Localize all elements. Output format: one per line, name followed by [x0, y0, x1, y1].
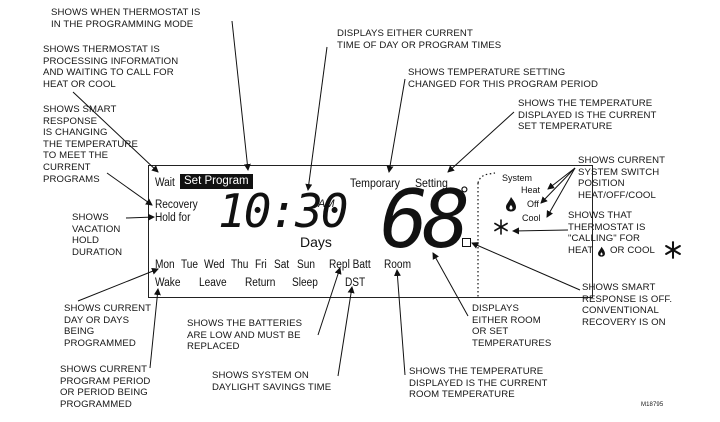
caption-temp-setting: SHOWS TEMPERATURE SETTING CHANGED FOR TH…: [408, 67, 599, 90]
day-sun: Sun: [297, 259, 316, 271]
leader-temp-setting: [386, 78, 406, 173]
room-indicator: Room: [384, 259, 412, 271]
caption-calling-tail: OR COOL: [610, 245, 655, 256]
caption-smart-off: SHOWS SMART RESPONSE IS OFF. CONVENTIONA…: [582, 282, 673, 328]
heat-label: Heat: [521, 185, 541, 195]
period-return: Return: [245, 277, 276, 289]
day-tue: Tue: [181, 259, 199, 271]
time-readout: 10:30: [218, 184, 348, 238]
caption-snowflake-icon: [664, 241, 682, 264]
day-thu: Thu: [231, 259, 249, 271]
caption-batteries: SHOWS THE BATTERIES ARE LOW AND MUST BE …: [187, 318, 303, 353]
off-label: Off: [527, 199, 539, 209]
wait-indicator: Wait: [155, 177, 175, 189]
temporary-indicator: Temporary: [350, 176, 400, 190]
caption-smart-response: SHOWS SMART RESPONSE IS CHANGING THE TEM…: [43, 104, 138, 185]
degree-symbol: °: [460, 182, 469, 207]
snowflake-icon: [493, 219, 509, 240]
day-wed: Wed: [204, 259, 225, 271]
smart-response-square: [462, 238, 471, 247]
period-sleep: Sleep: [292, 277, 318, 289]
caption-vacation: SHOWS VACATION HOLD DURATION: [72, 212, 123, 258]
caption-room-or-set: DISPLAYS EITHER ROOM OR SET TEMPERATURES: [472, 303, 552, 349]
caption-time: DISPLAYS EITHER CURRENT TIME OF DAY OR P…: [337, 28, 502, 51]
repl-batt-indicator: Repl Batt: [329, 259, 371, 271]
leader-programming-mode: [231, 20, 251, 171]
flame-icon: [505, 196, 517, 217]
am-indicator: AM: [318, 198, 335, 210]
lcd-display: [148, 165, 593, 298]
set-program-indicator: Set Program: [180, 174, 253, 189]
caption-dst: SHOWS SYSTEM ON DAYLIGHT SAVINGS TIME: [212, 370, 332, 393]
days-label: Days: [300, 234, 332, 250]
leader-dst: [337, 286, 355, 377]
setting-indicator: Setting: [415, 176, 448, 190]
caption-switch-position: SHOWS CURRENT SYSTEM SWITCH POSITION HEA…: [578, 155, 666, 201]
dst-indicator: DST: [345, 277, 366, 289]
day-fri: Fri: [255, 259, 267, 271]
caption-current-day: SHOWS CURRENT DAY OR DAYS BEING PROGRAMM…: [64, 303, 152, 349]
temperature-readout: 68: [380, 173, 470, 266]
period-wake: Wake: [155, 277, 181, 289]
leader-set-temp: [447, 111, 515, 173]
day-mon: Mon: [155, 259, 175, 271]
system-label: System: [502, 173, 533, 183]
caption-flame-icon: [597, 244, 606, 262]
caption-calling: SHOWS THAT THERMOSTAT IS "CALLING" FOR H…: [568, 210, 646, 256]
leader-current-day: [77, 267, 159, 302]
caption-program-period: SHOWS CURRENT PROGRAM PERIOD OR PERIOD B…: [60, 364, 151, 410]
model-code: M18795: [641, 402, 664, 408]
recovery-indicator: Recovery: [155, 199, 198, 211]
day-sat: Sat: [274, 259, 290, 271]
caption-room-temp: SHOWS THE TEMPERATURE DISPLAYED IS THE C…: [409, 366, 548, 401]
caption-set-temp: SHOWS THE TEMPERATURE DISPLAYED IS THE C…: [518, 98, 657, 133]
hold-for-indicator: Hold for: [155, 212, 191, 224]
leader-program-period: [149, 288, 161, 369]
cool-label: Cool: [522, 213, 541, 223]
period-leave: Leave: [199, 277, 227, 289]
caption-programming-mode: SHOWS WHEN THERMOSTAT IS IN THE PROGRAMM…: [51, 7, 201, 30]
caption-processing: SHOWS THERMOSTAT IS PROCESSING INFORMATI…: [43, 44, 179, 90]
